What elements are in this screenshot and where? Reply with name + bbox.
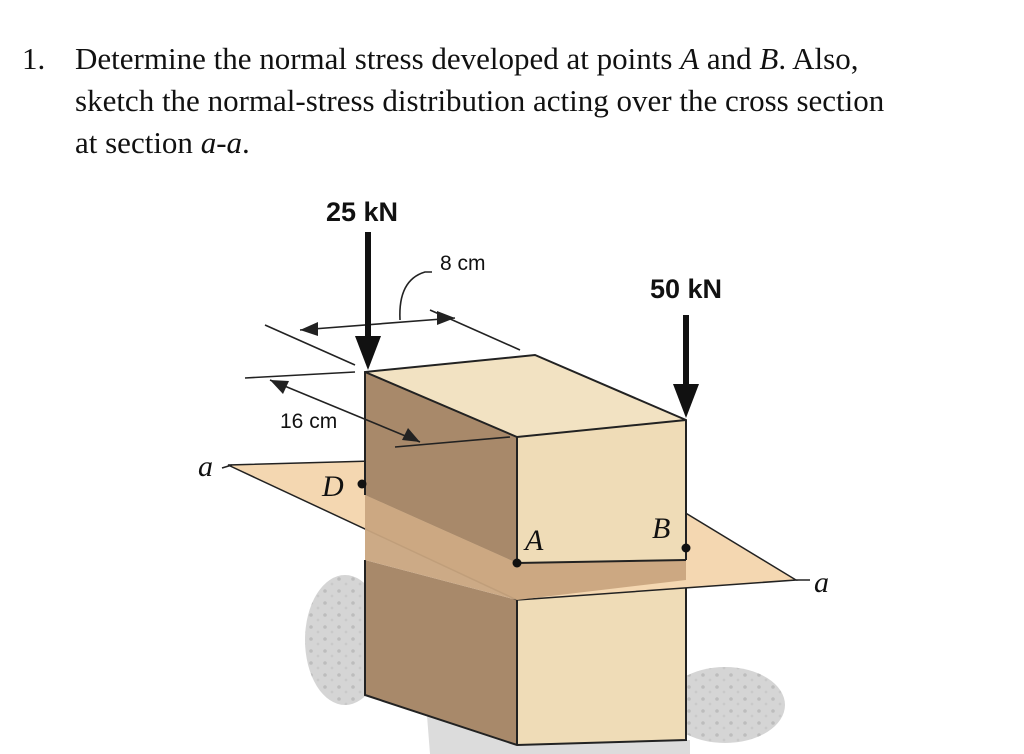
load-label-25kn: 25 kN (326, 197, 398, 227)
dimension-8cm (264, 271, 521, 366)
problem-line-3: at section a-a. (75, 125, 250, 160)
section-ref: a-a (200, 125, 243, 160)
section-a-leader-left (221, 464, 233, 469)
problem-number: 1. (22, 41, 46, 76)
point-a-dot (512, 558, 522, 568)
load-arrow-25kn (355, 232, 381, 370)
label-a: A (523, 524, 544, 557)
load-label-50kn: 50 kN (650, 274, 722, 304)
block-upper (364, 353, 687, 564)
load-arrow-50kn (673, 315, 699, 418)
label-d: D (321, 470, 344, 503)
point-a-ref: A (680, 41, 700, 76)
point-b-ref: B (759, 41, 779, 76)
point-d-dot (357, 479, 367, 489)
dimension-16cm (244, 371, 511, 448)
problem-line-2: sketch the normal-stress distribution ac… (75, 83, 885, 118)
block-lower (364, 560, 687, 747)
dim-label-16cm: 16 cm (280, 410, 337, 433)
point-b-dot (681, 543, 691, 553)
dim-label-8cm: 8 cm (440, 252, 486, 275)
section-label-a-right: a (814, 566, 829, 599)
problem-line-1: Determine the normal stress developed at… (75, 41, 859, 76)
label-b: B (652, 512, 670, 545)
section-label-a-left: a (198, 450, 213, 483)
